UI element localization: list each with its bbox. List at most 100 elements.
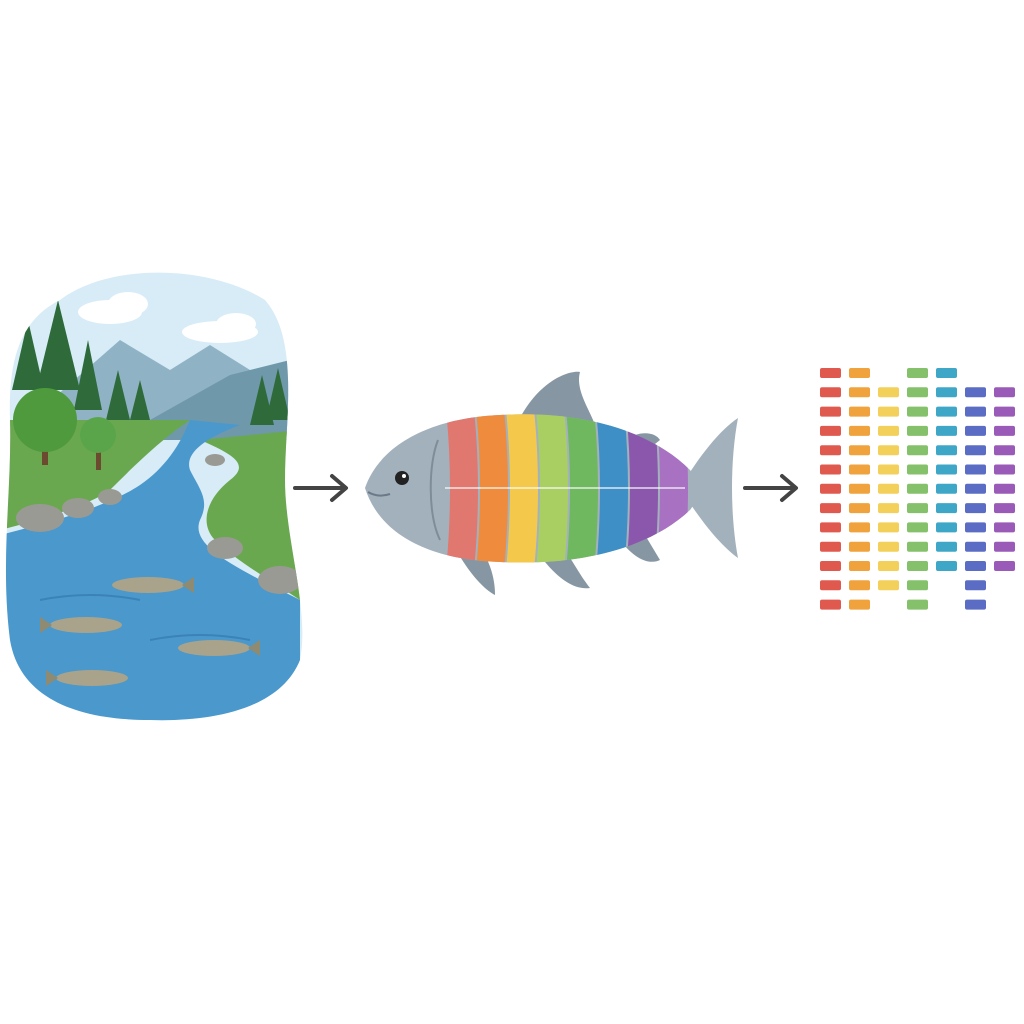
grid-cell — [849, 580, 870, 591]
grid-cell — [936, 425, 957, 436]
grid-cell — [965, 580, 986, 591]
grid-cell — [994, 387, 1015, 398]
dorsal-fin — [520, 371, 595, 425]
grid-cell — [994, 406, 1015, 417]
river-fish-icon — [40, 617, 122, 633]
grid-cell — [878, 387, 899, 398]
deciduous-trees — [13, 388, 116, 470]
grid-cell — [849, 541, 870, 552]
river-ripple — [39, 594, 141, 601]
grid-cell — [820, 599, 841, 610]
grid-cell — [878, 483, 899, 494]
grid-cell — [878, 580, 899, 591]
grid-cell — [907, 387, 928, 398]
data-grid-icon — [820, 368, 1015, 610]
arrow-right-icon — [743, 474, 798, 502]
grid-cell — [820, 483, 841, 494]
anal-fin — [545, 558, 590, 589]
arrow-right-icon — [293, 474, 348, 502]
fish-band — [505, 414, 538, 563]
grid-cell — [849, 561, 870, 571]
grid-cell — [907, 599, 928, 610]
grid-cell — [936, 561, 957, 571]
grid-cell — [965, 464, 986, 475]
grid-cell — [936, 406, 957, 417]
river-landscape-icon — [5, 272, 303, 721]
grid-cell — [907, 541, 928, 552]
grid-cell — [820, 368, 841, 378]
grid-cell — [965, 541, 986, 552]
grid-cell — [878, 503, 899, 514]
grid-cell — [936, 464, 957, 475]
grid-cell — [994, 483, 1015, 494]
fish-band — [445, 414, 478, 563]
grid-cell — [820, 580, 841, 591]
grid-cell — [849, 464, 870, 475]
grid-cell — [878, 425, 899, 436]
fish-band — [595, 414, 628, 563]
grid-cell — [878, 541, 899, 552]
grid-cell — [907, 580, 928, 591]
grid-cell — [849, 445, 870, 456]
grid-cell — [994, 541, 1015, 552]
grid-cell — [907, 483, 928, 494]
grid-cell — [907, 445, 928, 456]
grid-cell — [849, 503, 870, 514]
grid-cell — [965, 445, 986, 456]
grid-cell — [820, 425, 841, 436]
grid-cell — [936, 387, 957, 398]
grid-cell — [994, 503, 1015, 514]
grid-cell — [878, 561, 899, 571]
grid-cell — [907, 561, 928, 571]
grid-cell — [936, 368, 957, 378]
pine-trees — [12, 300, 290, 425]
grid-cell — [907, 425, 928, 436]
grid-cell — [820, 522, 841, 533]
fish-band — [625, 414, 658, 563]
fish-band — [475, 414, 508, 563]
fish-band — [535, 414, 568, 563]
grid-cell — [820, 464, 841, 475]
grid-cell — [907, 406, 928, 417]
grid-cell — [994, 522, 1015, 533]
grid-cell — [965, 425, 986, 436]
grid-cell — [878, 406, 899, 417]
grid-cell — [849, 368, 870, 378]
grid-cell — [849, 387, 870, 398]
river-fish-icon — [178, 640, 260, 656]
grid-cell — [965, 503, 986, 514]
grid-cell — [907, 368, 928, 378]
grid-cell — [994, 425, 1015, 436]
river-fish-icon — [46, 670, 128, 686]
grid-cell — [820, 541, 841, 552]
grid-cell — [965, 483, 986, 494]
segmented-fish-icon — [365, 371, 738, 595]
grid-cell — [994, 445, 1015, 456]
grid-cell — [878, 522, 899, 533]
fish-band — [565, 414, 598, 563]
grid-cell — [820, 387, 841, 398]
fish-eye — [395, 471, 409, 485]
grid-cell — [820, 503, 841, 514]
grid-cell — [907, 522, 928, 533]
river-ripple — [149, 634, 251, 641]
grid-cell — [936, 445, 957, 456]
grid-cell — [965, 561, 986, 571]
grid-cell — [849, 406, 870, 417]
grid-cell — [936, 522, 957, 533]
grid-cell — [936, 541, 957, 552]
grid-cell — [849, 425, 870, 436]
tail-fin — [680, 418, 738, 558]
grid-cell — [849, 522, 870, 533]
grid-cell — [820, 445, 841, 456]
grid-cell — [878, 445, 899, 456]
grid-cell — [820, 561, 841, 571]
grid-cell — [965, 387, 986, 398]
grid-cell — [936, 483, 957, 494]
grid-cell — [965, 406, 986, 417]
grid-cell — [849, 599, 870, 610]
fish-mouth — [367, 491, 391, 497]
grid-cell — [965, 522, 986, 533]
grid-cell — [936, 503, 957, 514]
